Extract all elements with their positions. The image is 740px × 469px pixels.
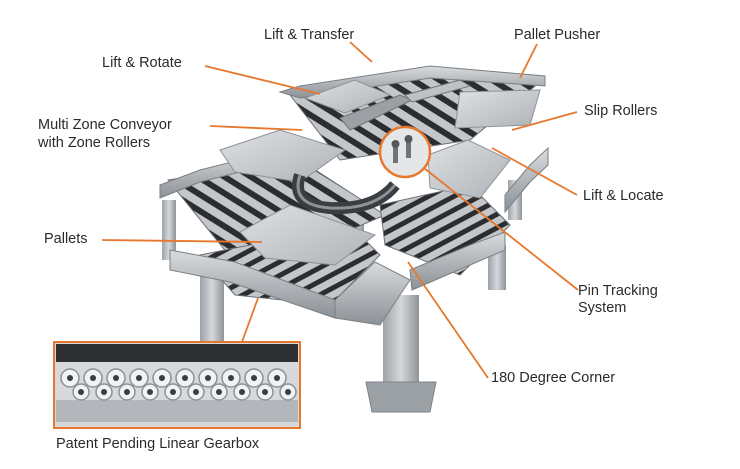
label-multi-zone-line1: Multi Zone Conveyor [38, 117, 172, 133]
gear-hub [193, 389, 199, 395]
gear-hub [228, 375, 234, 381]
pallet-left [219, 129, 347, 183]
gear-hub [136, 375, 142, 381]
leg-back-left [162, 200, 176, 260]
pallet-right [427, 139, 511, 199]
label-pin-tracking-line2: System [578, 300, 627, 316]
pin-tracking-magnifier [378, 125, 432, 179]
label-pallet-pusher: Pallet Pusher [514, 27, 601, 43]
gearbox-inset [53, 341, 301, 429]
label-lift-locate: Lift & Locate [583, 188, 664, 204]
label-pin-tracking-line1: Pin Tracking [578, 283, 658, 299]
label-lift-rotate: Lift & Rotate [102, 55, 182, 71]
gear-hub [124, 389, 130, 395]
pin-1 [393, 145, 398, 163]
gear-hub [285, 389, 291, 395]
label-lift-transfer: Lift & Transfer [264, 27, 355, 43]
pallet-rotate [303, 79, 392, 114]
gear-hub [170, 389, 176, 395]
label-180-corner: 180 Degree Corner [491, 370, 616, 386]
label-pallets: Pallets [44, 231, 88, 247]
gearbox-rail [56, 400, 298, 422]
magnifier-circle [378, 125, 432, 179]
gear-hub [78, 389, 84, 395]
gear-hub [262, 389, 268, 395]
label-gearbox: Patent Pending Linear Gearbox [56, 436, 260, 452]
rail-front-right [334, 261, 411, 326]
pallet-back [454, 89, 541, 129]
gear-hub [182, 375, 188, 381]
gear-hub [251, 375, 257, 381]
gear-hub [216, 389, 222, 395]
cross-rail [404, 79, 472, 103]
gear-hub [67, 375, 73, 381]
gear-hub [205, 375, 211, 381]
pin-head-1 [391, 140, 400, 148]
gearbox-connector-line [241, 297, 259, 343]
leg-left-front [200, 270, 224, 342]
gear-hub [274, 375, 280, 381]
gear-hub [159, 375, 165, 381]
pallet-front [239, 204, 377, 266]
gear-hub [90, 375, 96, 381]
gear-hub [113, 375, 119, 381]
label-slip-rollers: Slip Rollers [584, 103, 658, 119]
pin-head-2 [404, 135, 413, 143]
pin-2 [406, 140, 411, 158]
gear-hub [101, 389, 107, 395]
gear-hub [239, 389, 245, 395]
leg-center-foot [365, 381, 437, 413]
gear-hub [147, 389, 153, 395]
corner-track-inner [296, 174, 397, 210]
gearbox-top-bar [56, 344, 298, 362]
label-multi-zone-line2: with Zone Rollers [38, 135, 151, 151]
gearbox-gears [60, 368, 297, 401]
